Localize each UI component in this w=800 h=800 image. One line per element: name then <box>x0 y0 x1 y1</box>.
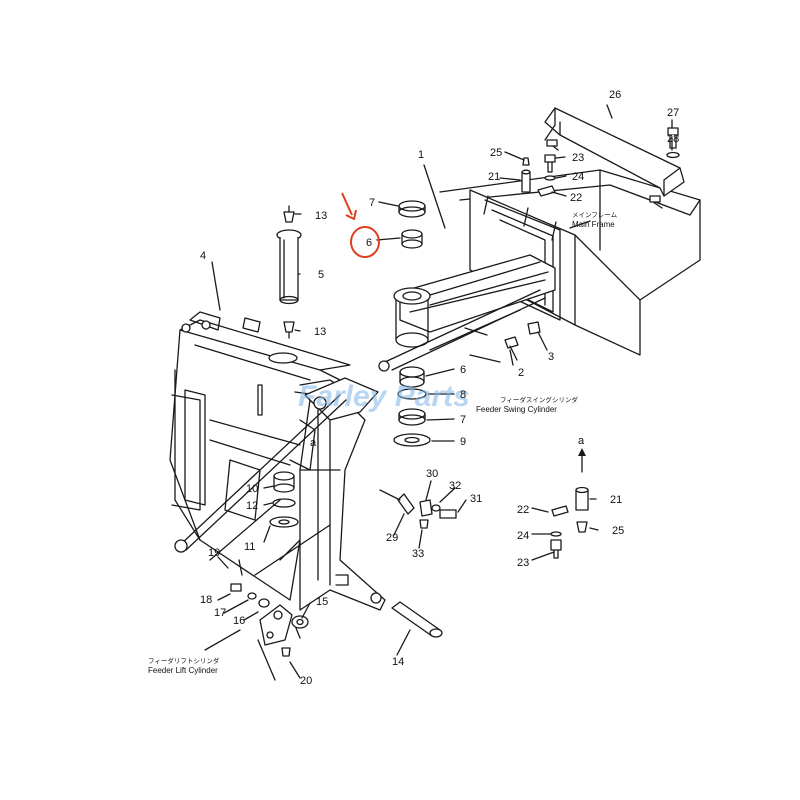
callout-21-detail: 21 <box>610 494 622 506</box>
washer-32 <box>431 504 441 512</box>
callout-23-detail: 23 <box>517 557 529 569</box>
callout-26: 26 <box>609 89 621 101</box>
swing-cylinder-label-en: Feeder Swing Cylinder <box>476 405 557 414</box>
detail-a <box>550 448 589 559</box>
callout-30: 30 <box>426 468 438 480</box>
callout-5: 5 <box>318 269 324 281</box>
bolt-31 <box>439 509 457 519</box>
bushing-6-upper <box>401 229 423 249</box>
pin-14 <box>391 601 443 638</box>
callout-32: 32 <box>449 480 461 492</box>
plate-30 <box>419 499 433 517</box>
callout-8: 8 <box>460 389 466 401</box>
pin-2 <box>504 336 519 361</box>
highlight-circle <box>350 226 380 258</box>
callout-24: 24 <box>572 171 584 183</box>
bushing-7-lower <box>398 408 426 426</box>
callout-29: 29 <box>386 532 398 544</box>
linkage-assembly <box>230 559 309 681</box>
main-frame-label-en: Main Frame <box>572 220 615 229</box>
grease-fitting-13-mid <box>283 321 295 339</box>
callout-11: 11 <box>244 541 255 553</box>
callout-13: 13 <box>315 210 327 222</box>
feeder-swing-cylinder <box>378 289 546 372</box>
spacer-8 <box>397 388 427 400</box>
callout-7-lower: 7 <box>460 414 466 426</box>
feeder-lift-cylinder <box>174 394 347 576</box>
callout-18: 18 <box>200 594 212 606</box>
callout-9: 9 <box>460 436 466 448</box>
lift-cylinder-label-jp: フィーダリフトシリンダ <box>148 656 220 665</box>
callout-24-detail: 24 <box>517 530 529 542</box>
washer-9 <box>393 433 431 447</box>
leader-lines <box>204 104 673 679</box>
callout-27: 27 <box>667 107 679 119</box>
callout-7: 7 <box>369 197 375 209</box>
callout-19: 19 <box>208 547 220 559</box>
callout-21: 21 <box>488 171 500 183</box>
callout-22: 22 <box>570 192 582 204</box>
callout-10: 10 <box>246 483 258 495</box>
pin-5 <box>276 229 302 305</box>
callout-15: 15 <box>316 596 328 608</box>
fitting-33 <box>419 519 429 529</box>
callout-28: 28 <box>667 133 679 145</box>
callout-4: 4 <box>200 250 206 262</box>
callout-31: 31 <box>470 493 482 505</box>
feeder-frame <box>169 311 351 601</box>
callout-16: 16 <box>233 615 245 627</box>
pin-29 <box>379 489 415 515</box>
pivot-bracket <box>289 377 379 471</box>
callout-12: 12 <box>246 500 258 512</box>
callout-1: 1 <box>418 149 424 161</box>
highlight-annotation <box>341 192 380 258</box>
callout-25-detail: 25 <box>612 525 624 537</box>
callout-numbers: 1 2 3 4 5 6 6 7 7 8 9 10 11 12 13 13 14 … <box>200 89 679 687</box>
grease-fitting-13-top <box>283 205 295 223</box>
pin-3 <box>527 321 541 335</box>
watermark: Farley Parts <box>298 380 470 413</box>
pin-assembly-upper <box>521 154 556 197</box>
callout-6-lower: 6 <box>460 364 466 376</box>
bushing-7-upper <box>398 200 426 218</box>
bushing-6-lower <box>399 366 425 388</box>
view-ref-a-detail: a <box>578 435 585 447</box>
washer-11 <box>269 516 299 528</box>
callout-23: 23 <box>572 152 584 164</box>
bracket-26 <box>544 107 685 209</box>
lift-cylinder-label-en: Feeder Lift Cylinder <box>148 666 218 675</box>
callout-2: 2 <box>518 367 524 379</box>
callout-20: 20 <box>300 675 312 687</box>
swing-bracket <box>393 254 556 348</box>
bushing-10 <box>273 471 295 493</box>
swing-cylinder-label-jp: フィーダスイングシリンダ <box>500 395 578 404</box>
bolt-27 <box>666 127 680 159</box>
callout-13-lower: 13 <box>314 326 326 338</box>
callout-22-detail: 22 <box>517 504 529 516</box>
callout-3: 3 <box>548 351 554 363</box>
callout-14: 14 <box>392 656 404 668</box>
callout-17: 17 <box>214 607 226 619</box>
callout-6: 6 <box>366 237 372 249</box>
part-labels: メインフレーム Main Frame フィーダスイングシリンダ Feeder S… <box>148 211 618 675</box>
callout-25: 25 <box>490 147 502 159</box>
view-ref-a-main: a <box>310 437 317 449</box>
main-frame-label-jp: メインフレーム <box>572 211 618 219</box>
callout-33: 33 <box>412 548 424 560</box>
